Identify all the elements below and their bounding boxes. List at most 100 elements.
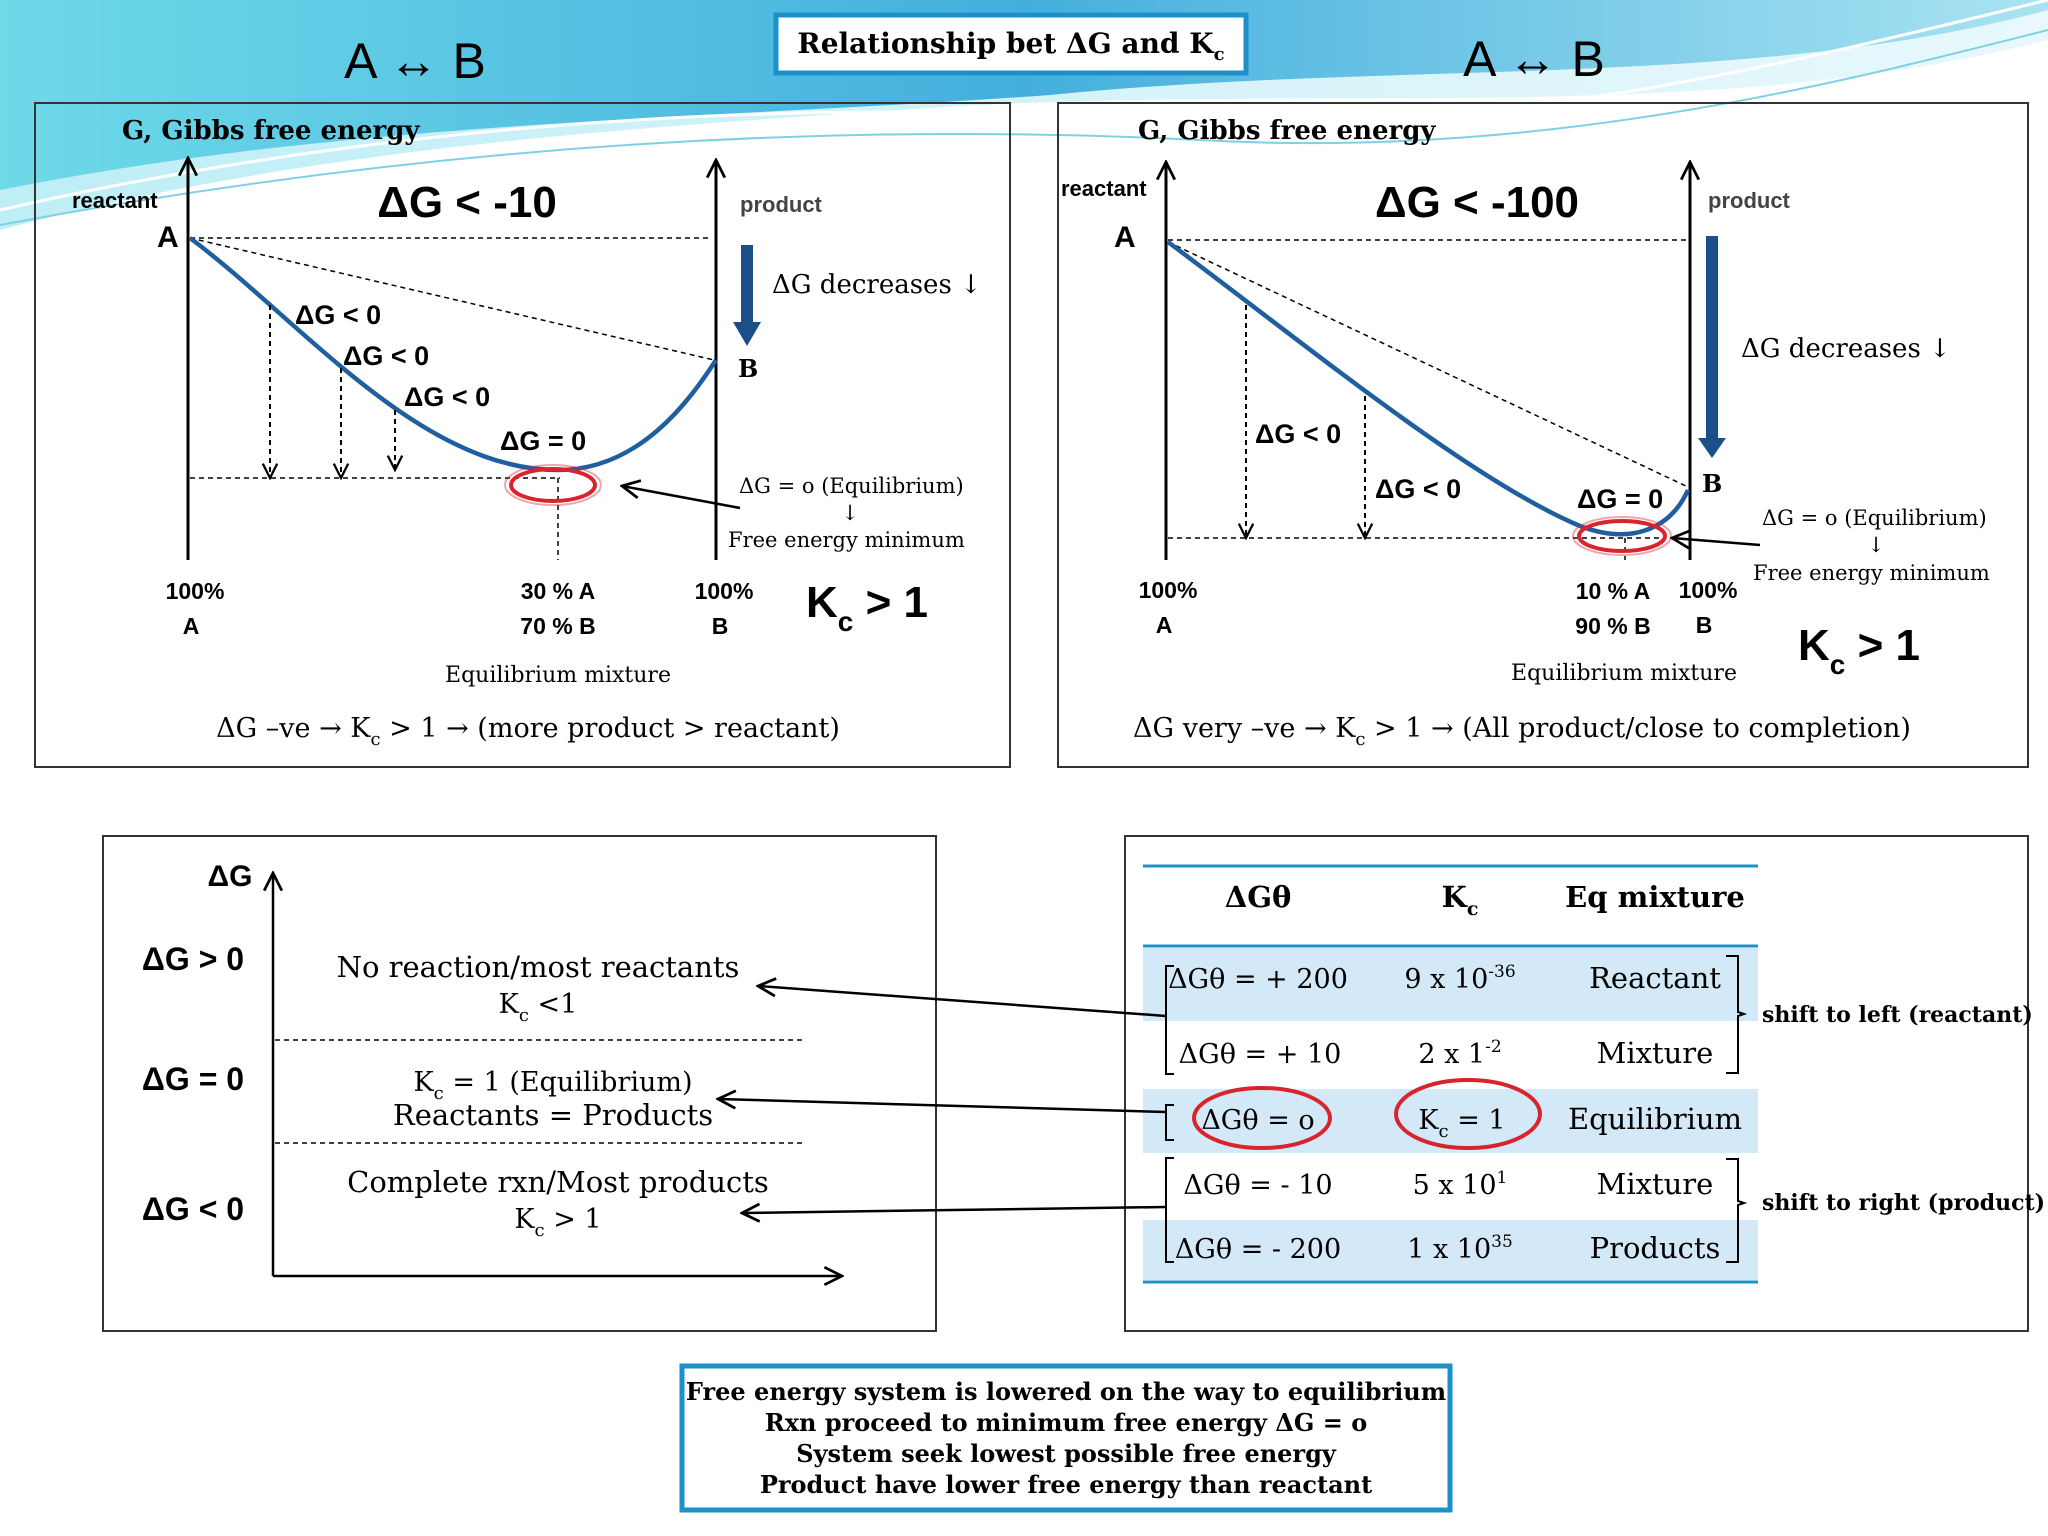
right-kc-label: Kc > 1	[1798, 621, 1920, 680]
page-title: Relationship bet ΔG and Kc	[797, 27, 1224, 65]
left-energy-curve	[188, 236, 718, 473]
left-summary: ΔG –ve → Kc > 1 → (more product > reacta…	[216, 713, 840, 750]
right-bracket-right-shift	[1726, 1158, 1748, 1263]
connector-positive	[758, 986, 1167, 1018]
left-x-left-pct: 100%	[166, 578, 225, 604]
dg-levels-border	[102, 835, 937, 1332]
left-equilibrium-note: ΔG = o (Equilibrium)	[739, 474, 964, 498]
right-dg-zero: ΔG = 0	[1577, 484, 1663, 514]
level-negative-line1: Complete rxn/Most products	[347, 1165, 769, 1199]
right-product-label: product	[1708, 188, 1791, 213]
left-decrease-arrow-head	[733, 322, 761, 346]
connector-zero	[718, 1099, 1167, 1114]
right-x-left-pct: 100%	[1139, 577, 1198, 603]
right-reaction-label: A ↔ B	[1463, 31, 1605, 87]
right-dg-decreases: ΔG decreases ↓	[1741, 334, 1951, 364]
left-reaction-label: A ↔ B	[344, 33, 486, 89]
right-dg-neg-1: ΔG < 0	[1255, 419, 1341, 449]
left-equilibrium-pointer	[622, 486, 741, 510]
table-row-4-kc: 5 x 101	[1413, 1168, 1508, 1201]
left-bracket-negative	[1165, 1157, 1174, 1263]
shift-right-label: shift to right (product)	[1762, 1190, 2045, 1216]
left-minimum-ring	[509, 467, 597, 503]
right-label-a: A	[1114, 221, 1136, 254]
left-x-axis-title: Equilibrium mixture	[445, 663, 671, 688]
dg-kc-table-panel: ΔGθ Kc Eq mixture ΔGθ = + 200 9 x 10-36 …	[1124, 835, 2045, 1332]
left-label-a: A	[157, 221, 179, 254]
table-row-1-mixture: Reactant	[1589, 961, 1721, 995]
table-row-2-kc: 2 x 1-2	[1418, 1037, 1501, 1070]
left-reactant-label: reactant	[72, 188, 158, 213]
left-x-right-label: B	[712, 613, 729, 639]
right-minimum-ring	[1577, 519, 1667, 553]
table-kc-one-ring	[1394, 1078, 1542, 1150]
left-dg-neg-2: ΔG < 0	[343, 341, 429, 371]
right-decrease-arrow-head	[1698, 438, 1726, 458]
left-label-b: B	[738, 354, 758, 383]
right-x-right-label: B	[1696, 612, 1713, 638]
level-zero-line1: Kc = 1 (Equilibrium)	[414, 1067, 693, 1104]
right-equilibrium-pointer	[1672, 538, 1761, 545]
right-energy-panel: A ↔ B G, Gibbs free energy reactant prod…	[1057, 31, 2029, 768]
level-negative-line2: Kc > 1	[514, 1204, 601, 1241]
left-diagonal-guide	[189, 237, 715, 361]
left-y-axis-title: G, Gibbs free energy	[122, 116, 420, 146]
table-header-dg: ΔGθ	[1225, 880, 1292, 914]
dg-levels-panel: ΔG ΔG > 0 No reaction/most reactants Kc …	[102, 835, 937, 1332]
left-x-right-pct: 100%	[695, 578, 754, 604]
left-down-arrow: ↓	[841, 501, 859, 525]
shift-left-label: shift to left (reactant)	[1762, 1002, 2033, 1028]
table-row-4-mixture: Mixture	[1597, 1167, 1714, 1201]
right-summary: ΔG very –ve → Kc > 1 → (All product/clos…	[1133, 713, 1911, 750]
table-row-3-dg: ΔGθ = o	[1201, 1105, 1314, 1136]
table-row-4-dg: ΔGθ = - 10	[1183, 1170, 1332, 1201]
left-big-dg: ΔG < -10	[377, 178, 557, 227]
right-dg-neg-2: ΔG < 0	[1375, 474, 1461, 504]
table-row-2-mixture: Mixture	[1597, 1036, 1714, 1070]
level-positive-line2: Kc <1	[499, 989, 578, 1026]
left-bracket-positive	[1165, 965, 1174, 1075]
table-row-3-kc: Kc = 1	[1418, 1105, 1505, 1142]
right-down-arrow: ↓	[1867, 533, 1885, 557]
right-x-mid-2: 90 % B	[1575, 613, 1650, 639]
right-label-b: B	[1702, 469, 1722, 498]
table-row-2-dg: ΔGθ = + 10	[1179, 1039, 1342, 1070]
left-dg-neg-1: ΔG < 0	[295, 300, 381, 330]
right-reactant-label: reactant	[1061, 176, 1147, 201]
right-minimum-note: Free energy minimum	[1753, 561, 1990, 585]
table-row-5-bg	[1143, 1220, 1758, 1280]
right-x-right-pct: 100%	[1679, 577, 1738, 603]
right-x-axis-title: Equilibrium mixture	[1511, 661, 1737, 686]
connector-negative	[742, 1207, 1167, 1213]
right-bracket-left-shift	[1726, 955, 1748, 1074]
table-row-5-dg: ΔGθ = - 200	[1175, 1234, 1341, 1265]
right-x-mid-1: 10 % A	[1576, 578, 1651, 604]
table-row-1-kc: 9 x 10-36	[1404, 962, 1515, 995]
left-bracket-zero	[1165, 1104, 1174, 1141]
level-negative: ΔG < 0	[142, 1191, 244, 1227]
right-panel-border	[1057, 102, 2029, 768]
left-x-mid-1: 30 % A	[521, 578, 596, 604]
level-zero: ΔG = 0	[142, 1061, 244, 1097]
left-decrease-arrow-shaft	[741, 245, 753, 323]
footer-box	[679, 1363, 1453, 1513]
right-big-dg: ΔG < -100	[1375, 178, 1579, 227]
level-zero-line2: Reactants = Products	[393, 1098, 713, 1132]
left-dg-decreases: ΔG decreases ↓	[772, 270, 982, 300]
left-minimum-note: Free energy minimum	[728, 528, 965, 552]
footer-line-4: Product have lower free energy than reac…	[760, 1470, 1372, 1499]
left-panel-border	[34, 102, 1011, 768]
header-wave-decoration	[0, 0, 2048, 230]
table-row-3-bg	[1143, 1089, 1758, 1153]
table-row-1-bg	[1143, 948, 1758, 1021]
footer-line-1: Free energy system is lowered on the way…	[686, 1377, 1446, 1406]
title-box	[773, 12, 1249, 76]
level-positive-line1: No reaction/most reactants	[337, 950, 740, 984]
table-row-5-mixture: Products	[1590, 1231, 1721, 1265]
right-x-left-label: A	[1156, 612, 1173, 638]
left-energy-panel: A ↔ B G, Gibbs free energy reactant prod…	[34, 33, 1011, 768]
table-row-1-dg: ΔGθ = + 200	[1168, 964, 1348, 995]
dg-levels-axis-label: ΔG	[208, 860, 253, 893]
